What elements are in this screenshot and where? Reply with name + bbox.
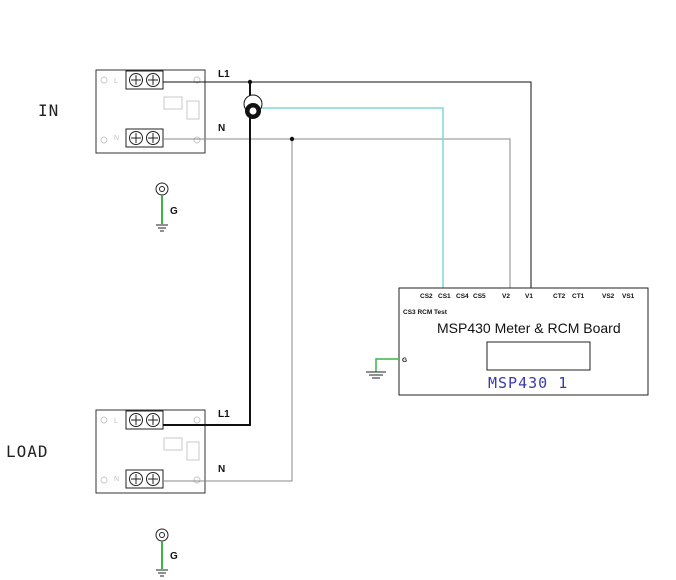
board-ground-icon [366,358,399,379]
pin-label: CS2 [420,293,433,300]
board-pin-labels: CS2 CS1 CS4 CS5 V2 V1 CT2 CT1 VS2 VS1 [420,293,635,300]
n-feed-wire [163,138,511,288]
pin-label: V2 [502,293,510,300]
board-title: MSP430 Meter & RCM Board [437,320,621,336]
in-label: IN [38,101,59,120]
pin-label: CS5 [473,293,486,300]
l1-junction [247,79,253,85]
in-l-screw-terminals [125,70,164,90]
svg-text:N: N [114,476,119,483]
in-n-screw-terminals [125,128,164,148]
n-load-wire [163,139,293,482]
pin-label: CS4 [456,293,469,300]
svg-text:N: N [114,135,119,142]
l1-feed-wire [163,81,532,288]
pin-label: V1 [525,293,533,300]
in-ground-icon [155,182,169,232]
in-ground-label: G [170,206,178,217]
in-n-label: N [218,123,225,134]
ct-sense-wire [258,107,444,288]
pin-label: VS1 [622,293,635,300]
svg-text:L: L [114,78,118,85]
current-transformer-icon [243,94,263,119]
load-ground-icon [155,528,169,577]
board-ground-pin-label: G [402,357,407,364]
load-l1-label: L1 [218,409,230,420]
rcm-test-label: CS3 RCM Test [403,309,448,316]
load-label: LOAD [6,442,49,461]
l1-load-wire [163,82,251,426]
in-terminal-block: L N [95,69,206,154]
load-n-screw-terminals [125,469,164,489]
load-ground-label: G [170,551,178,562]
in-l1-label: L1 [218,69,230,80]
board-display [486,341,591,371]
pin-label: VS2 [602,293,615,300]
msp430-board [398,287,649,396]
board-name: MSP430 1 [488,374,568,392]
load-terminal-block: L N [95,409,206,494]
n-junction [289,136,295,142]
load-l-screw-terminals [125,410,164,430]
pin-label: CT2 [553,293,566,300]
pin-label: CT1 [572,293,585,300]
load-n-label: N [218,464,225,475]
pin-label: CS1 [438,293,451,300]
svg-text:L: L [114,418,118,425]
